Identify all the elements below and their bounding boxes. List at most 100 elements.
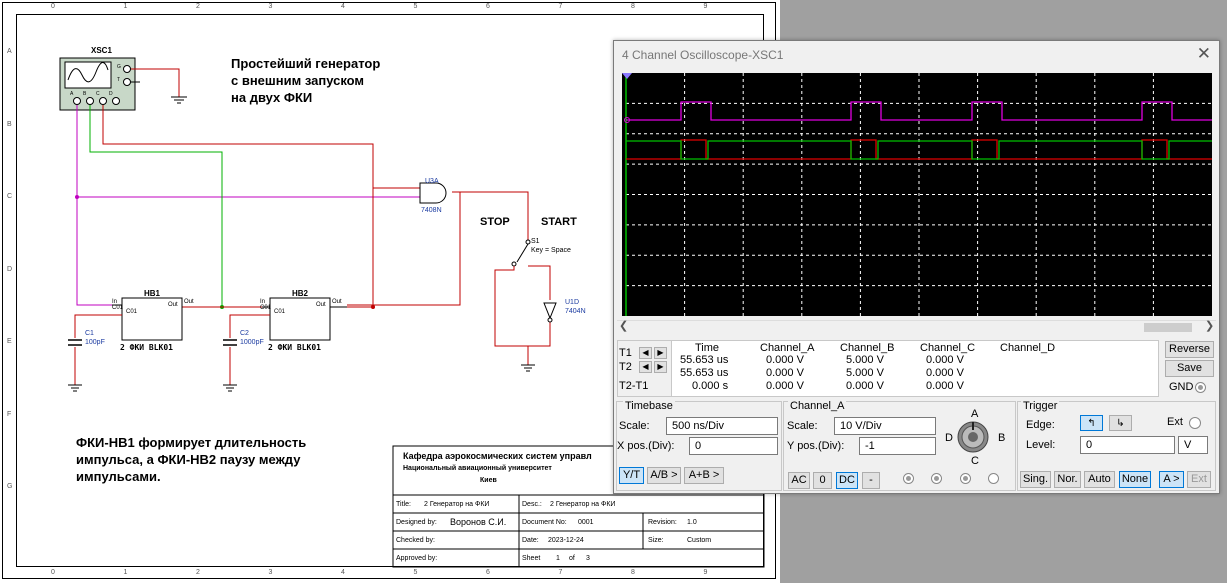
knob-label-b: B xyxy=(998,432,1006,444)
c2-value: 1000pF xyxy=(240,339,264,346)
ruler-top-label: 3 xyxy=(268,569,273,576)
docno-value: 0001 xyxy=(578,519,594,526)
scope-display[interactable] xyxy=(622,73,1212,316)
revision-value: 1.0 xyxy=(687,519,697,526)
t1-time: 55.653 us xyxy=(680,354,729,366)
timebase-title: Timebase xyxy=(623,400,675,412)
falling-edge-icon[interactable]: ↳ xyxy=(1109,415,1132,431)
minus-button[interactable]: - xyxy=(862,472,880,489)
aplusb-button[interactable]: A+B > xyxy=(684,467,724,484)
scope-scrollbar[interactable]: ❮ ❯ xyxy=(617,320,1216,334)
save-button[interactable]: Save xyxy=(1165,360,1214,377)
auto-button[interactable]: Auto xyxy=(1084,471,1115,488)
u1d-label: U1D xyxy=(565,299,580,306)
ruler-top-label: 0 xyxy=(51,569,55,576)
probe-radio-4[interactable] xyxy=(988,473,999,484)
schematic-title-line-3: на двух ФКИ xyxy=(231,90,313,105)
title-block-university: Национальный авиационный университет xyxy=(403,465,552,472)
start-label: START xyxy=(541,216,577,228)
trigger-level-label: Level: xyxy=(1026,439,1056,451)
ruler-top-label: 9 xyxy=(703,3,708,10)
trigger-ext-radio[interactable] xyxy=(1189,417,1201,429)
channel-group xyxy=(783,401,1016,491)
hb2-pin-in: In xyxy=(260,299,266,305)
channel-b-trace xyxy=(626,140,1212,160)
rising-edge-icon[interactable]: ↰ xyxy=(1080,415,1103,431)
knob-label-c: C xyxy=(971,455,979,467)
zero-button[interactable]: 0 xyxy=(813,472,832,489)
timebase-scale-input[interactable]: 500 ns/Div xyxy=(666,417,778,435)
ruler-left-label: D xyxy=(7,265,13,273)
ruler-top-label: 8 xyxy=(631,3,635,10)
docno-label: Document No: xyxy=(522,519,567,526)
readout-header-channel-b: Channel_B xyxy=(840,342,895,354)
ruler-top-label: 2 xyxy=(196,569,200,576)
probe-radio-3[interactable] xyxy=(960,473,971,484)
trigger-source-ext-button[interactable]: Ext xyxy=(1187,471,1211,488)
timebase-group xyxy=(616,401,782,491)
t2-right-arrow-icon[interactable]: ▶ xyxy=(654,361,667,373)
schematic-title-line-2: с внешним запуском xyxy=(231,73,365,88)
gnd-radio[interactable] xyxy=(1195,382,1206,393)
channel-selector-knob-icon[interactable] xyxy=(955,419,991,455)
yt-button[interactable]: Y/T xyxy=(619,467,644,484)
stop-label: STOP xyxy=(480,216,510,228)
scroll-thumb[interactable] xyxy=(1144,323,1192,332)
close-icon[interactable]: ✕ xyxy=(1196,44,1211,63)
channel-a-marker xyxy=(624,117,630,123)
scroll-left-icon[interactable]: ❮ xyxy=(619,320,629,332)
ruler-top-label: 5 xyxy=(413,569,418,576)
t2-t1-label: T2-T1 xyxy=(619,380,649,392)
oscilloscope-window[interactable]: 4 Channel Oscilloscope-XSC1 ✕ ❮ ❯ T1 T2 … xyxy=(613,40,1220,494)
t1-left-arrow-icon[interactable]: ◀ xyxy=(639,347,652,359)
channel-scale-input[interactable]: 10 V/Div xyxy=(834,417,936,435)
probe-radio-1[interactable] xyxy=(903,473,914,484)
scroll-right-icon[interactable]: ❯ xyxy=(1205,320,1215,332)
dc-button[interactable]: DC xyxy=(836,472,858,489)
t2-channel-a: 0.000 V xyxy=(766,367,804,379)
xsc1-pin-d: D xyxy=(109,91,113,97)
t2-left-arrow-icon[interactable]: ◀ xyxy=(639,361,652,373)
hb1-pin-in: In xyxy=(112,299,118,305)
gnd-label: GND xyxy=(1169,381,1194,393)
trigger-group xyxy=(1017,401,1216,491)
t1-channel-c: 0.000 V xyxy=(926,354,964,366)
schematic-note: ФКИ-НВ1 формирует длительность импульса,… xyxy=(76,434,306,485)
cursor-marker-icon[interactable] xyxy=(622,73,632,79)
ruler-top-label: 3 xyxy=(268,3,273,10)
channel-a-trace xyxy=(626,101,1212,121)
xsc1-pin-b: B xyxy=(83,91,87,97)
t1-channel-b: 5.000 V xyxy=(846,354,884,366)
readout-table: Time Channel_A Channel_B Channel_C Chann… xyxy=(671,340,1159,397)
ab-button[interactable]: A/B > xyxy=(647,467,681,484)
t1-right-arrow-icon[interactable]: ▶ xyxy=(654,347,667,359)
t2-channel-c: 0.000 V xyxy=(926,367,964,379)
probe-radio-2[interactable] xyxy=(931,473,942,484)
t2-time: 55.653 us xyxy=(680,367,729,379)
schematic-note-line-1: ФКИ-НВ1 формирует длительность xyxy=(76,435,307,450)
channel-ypos-input[interactable]: -1 xyxy=(859,437,936,455)
reverse-button[interactable]: Reverse xyxy=(1165,341,1214,358)
designed-value: Воронов С.И. xyxy=(450,517,507,527)
ruler-top-label: 8 xyxy=(631,569,635,576)
c1-value: 100pF xyxy=(85,339,105,346)
ac-button[interactable]: AC xyxy=(788,472,810,489)
designed-label: Designed by: xyxy=(396,519,437,526)
ruler-top-label: 4 xyxy=(341,569,345,576)
trigger-level-unit[interactable]: V xyxy=(1178,436,1208,454)
none-button[interactable]: None xyxy=(1119,471,1151,488)
trigger-source-a-button[interactable]: A > xyxy=(1159,471,1184,488)
schematic-note-line-2: импульса, а ФКИ-НВ2 паузу между xyxy=(76,452,301,467)
t2-label: T2 xyxy=(619,361,632,373)
ruler-top-label: 0 xyxy=(51,3,55,10)
timebase-xpos-input[interactable]: 0 xyxy=(689,437,778,455)
sheet-label: Sheet xyxy=(522,555,541,562)
hb1-pin-c01: C01 xyxy=(112,305,124,311)
trigger-level-input[interactable]: 0 xyxy=(1080,436,1175,454)
t1-label: T1 xyxy=(619,347,632,359)
hb2-name: HB2 xyxy=(292,289,309,298)
knob-label-a: A xyxy=(971,408,979,420)
sing-button[interactable]: Sing. xyxy=(1020,471,1051,488)
c2-name: C2 xyxy=(240,330,249,337)
nor-button[interactable]: Nor. xyxy=(1054,471,1081,488)
